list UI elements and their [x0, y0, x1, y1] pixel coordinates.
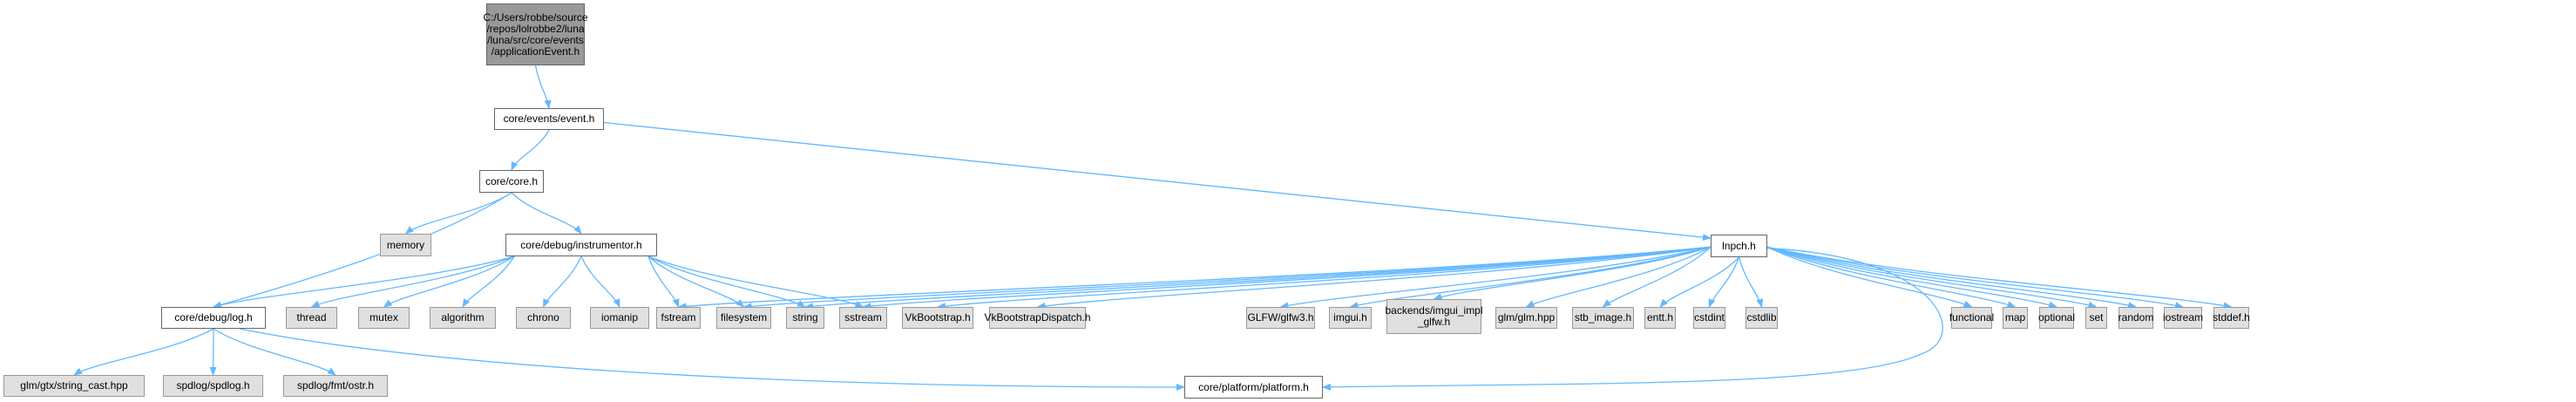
- node-sstream[interactable]: sstream: [839, 307, 887, 329]
- node-cstdlib[interactable]: cstdlib: [1746, 307, 1778, 329]
- node-instrumentor[interactable]: core/debug/instrumentor.h: [505, 234, 657, 256]
- edge-instrumentor-to-chrono: [542, 256, 582, 308]
- edge-lnpch-to-functional: [1766, 246, 1973, 308]
- edge-lnpch-to-optional: [1766, 246, 2057, 309]
- edge-lnpch-to-imgui: [1349, 246, 1712, 309]
- node-thread[interactable]: thread: [286, 307, 337, 329]
- edge-instrumentor-to-algorithm: [462, 256, 515, 308]
- edge-lnpch-to-cstdlib: [1738, 256, 1764, 308]
- edge-core-to-instrumentor: [511, 192, 582, 235]
- node-cstdint[interactable]: cstdint: [1693, 307, 1725, 329]
- node-log[interactable]: core/debug/log.h: [161, 307, 266, 329]
- edge-lnpch-to-fstream: [677, 246, 1712, 310]
- node-map[interactable]: map: [2003, 307, 2028, 329]
- edge-lnpch-to-filesystem: [742, 246, 1712, 310]
- edge-lnpch-to-map: [1766, 246, 2017, 308]
- edge-instrumentor-to-fstream: [647, 256, 680, 308]
- edge-lnpch-to-entt: [1659, 256, 1739, 308]
- node-spdlog[interactable]: spdlog/spdlog.h: [163, 375, 263, 397]
- node-core[interactable]: core/core.h: [479, 170, 544, 193]
- edge-lnpch-to-stb_image: [1602, 246, 1712, 308]
- edge-root-to-event: [534, 65, 552, 109]
- node-iomanip[interactable]: iomanip: [590, 307, 649, 329]
- edge-log-to-platform: [239, 328, 1185, 391]
- node-fstream[interactable]: fstream: [656, 307, 701, 329]
- edge-lnpch-to-vkbootstrap: [937, 246, 1712, 310]
- node-algorithm[interactable]: algorithm: [430, 307, 496, 329]
- edge-lnpch-to-platform: [1322, 247, 1943, 391]
- node-iostream[interactable]: iostream: [2163, 307, 2203, 329]
- edge-core-to-memory: [404, 192, 512, 235]
- edge-event-to-lnpch: [603, 121, 1712, 242]
- edge-instrumentor-to-log: [213, 256, 515, 309]
- node-filesystem[interactable]: filesystem: [716, 307, 771, 329]
- node-imgui-impl-glfw[interactable]: backends/imgui_impl _glfw.h: [1385, 299, 1483, 334]
- edge-instrumentor-to-iomanip: [580, 256, 620, 308]
- node-stb-image[interactable]: stb_image.h: [1572, 307, 1634, 329]
- edge-lnpch-to-sstream: [862, 246, 1712, 310]
- node-string-cast[interactable]: glm/gtx/string_cast.hpp: [3, 375, 145, 397]
- node-vkbootstrapdispatch[interactable]: VkBootstrapDispatch.h: [984, 307, 1091, 329]
- edge-instrumentor-to-thread: [310, 256, 515, 308]
- node-string[interactable]: string: [786, 307, 824, 329]
- node-lnpch[interactable]: lnpch.h: [1711, 235, 1767, 257]
- edge-lnpch-to-iostream: [1766, 246, 2184, 310]
- node-ostr[interactable]: spdlog/fmt/ostr.h: [283, 375, 388, 397]
- node-mutex[interactable]: mutex: [358, 307, 410, 329]
- node-glm[interactable]: glm/glm.hpp: [1495, 307, 1557, 329]
- edge-lnpch-to-stddef: [1766, 246, 2233, 310]
- node-memory[interactable]: memory: [380, 234, 431, 256]
- edge-lnpch-to-set: [1766, 246, 2098, 309]
- node-event[interactable]: core/events/event.h: [494, 108, 604, 130]
- node-vkbootstrap[interactable]: VkBootstrap.h: [902, 307, 973, 329]
- node-chrono[interactable]: chrono: [516, 307, 571, 329]
- edge-lnpch-to-imgui_impl_glfw: [1433, 246, 1712, 301]
- edge-instrumentor-to-mutex: [383, 256, 515, 308]
- node-stddef[interactable]: stddef.h: [2213, 307, 2250, 329]
- edge-lnpch-to-vkbootstrapdispatch: [1036, 246, 1712, 310]
- edge-lnpch-to-glm: [1525, 246, 1712, 308]
- edge-instrumentor-to-sstream: [647, 256, 864, 308]
- node-root[interactable]: C:/Users/robbe/source /repos/lolrobbe2/l…: [483, 3, 588, 65]
- edge-instrumentor-to-filesystem: [647, 256, 745, 308]
- edge-log-to-ostr: [213, 328, 336, 376]
- node-entt[interactable]: entt.h: [1644, 307, 1676, 329]
- node-glfw[interactable]: GLFW/glfw3.h: [1246, 307, 1315, 329]
- edge-instrumentor-to-string: [647, 256, 806, 308]
- edge-lnpch-to-string: [804, 246, 1712, 310]
- edge-lnpch-to-random: [1766, 246, 2137, 309]
- edge-core-to-log: [213, 192, 512, 309]
- node-optional[interactable]: optional: [2038, 307, 2075, 329]
- node-set[interactable]: set: [2085, 307, 2107, 329]
- node-random[interactable]: random: [2118, 307, 2153, 329]
- edge-lnpch-to-glfw: [1279, 246, 1712, 310]
- edge-event-to-core: [511, 129, 550, 171]
- edge-lnpch-to-cstdint: [1708, 256, 1740, 308]
- edge-log-to-string_cast: [73, 328, 214, 376]
- node-functional[interactable]: functional: [1949, 307, 1994, 329]
- node-imgui[interactable]: imgui.h: [1329, 307, 1372, 329]
- node-platform[interactable]: core/platform/platform.h: [1184, 376, 1323, 399]
